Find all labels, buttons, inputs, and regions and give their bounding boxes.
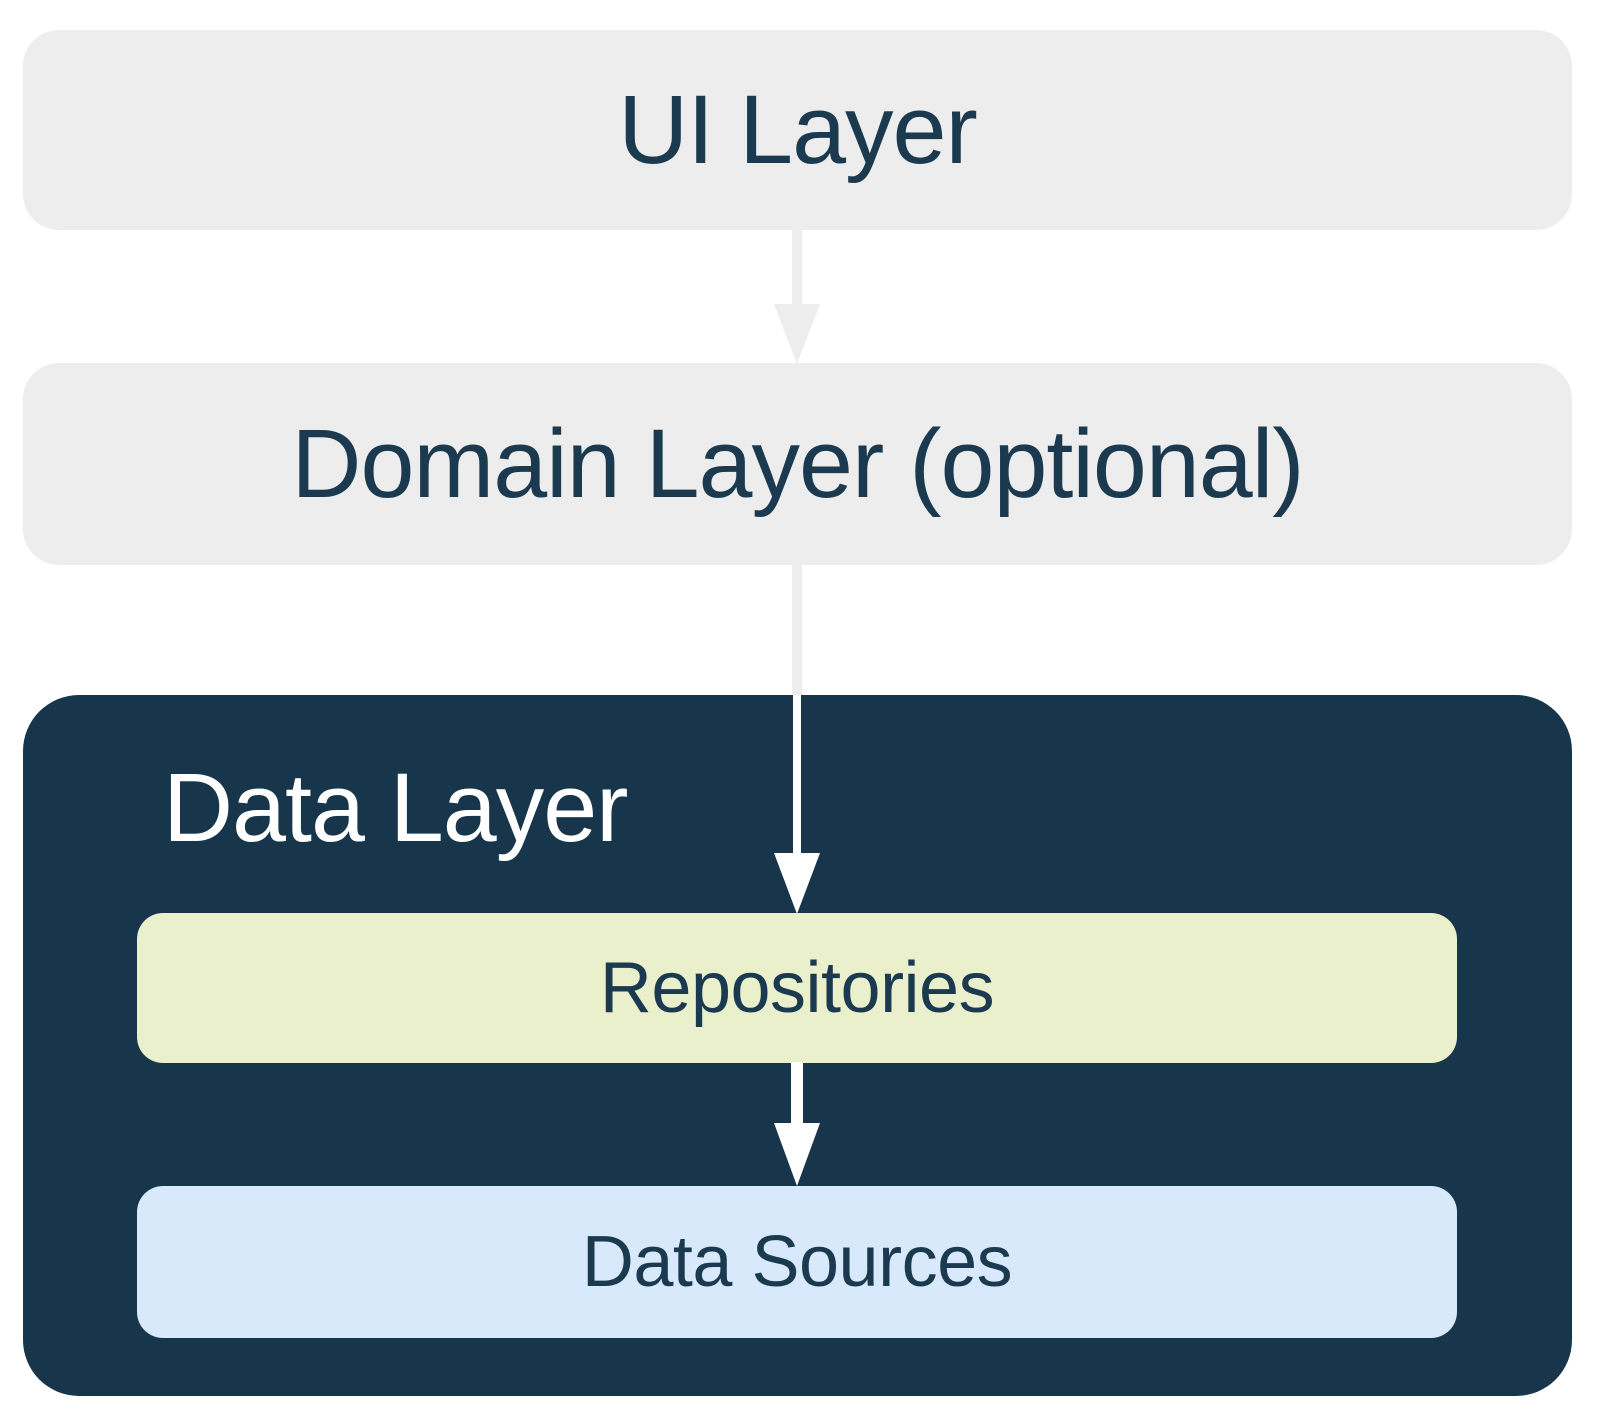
domain-layer-label: Domain Layer (optional): [291, 409, 1304, 518]
data-layer-label: Data Layer: [163, 753, 628, 862]
arrow-repositories-to-datasources-stem: [791, 1062, 803, 1124]
repositories-box: Repositories: [137, 913, 1457, 1063]
repositories-label: Repositories: [599, 948, 995, 1028]
arrow-domain-to-repositories-head-icon: [774, 853, 820, 914]
ui-layer-box: UI Layer: [23, 30, 1572, 230]
arrow-domain-to-repositories-stem-white: [793, 695, 801, 854]
arrow-ui-to-domain-head-icon: [774, 304, 820, 364]
domain-layer-box: Domain Layer (optional): [23, 363, 1572, 565]
ui-layer-label: UI Layer: [618, 75, 978, 184]
data-sources-label: Data Sources: [581, 1222, 1013, 1302]
arrow-repositories-to-datasources-head-icon: [774, 1123, 820, 1186]
arrow-ui-to-domain-stem: [792, 230, 802, 306]
arrow-domain-to-data-stem-gray: [792, 565, 802, 696]
data-sources-box: Data Sources: [137, 1186, 1457, 1338]
